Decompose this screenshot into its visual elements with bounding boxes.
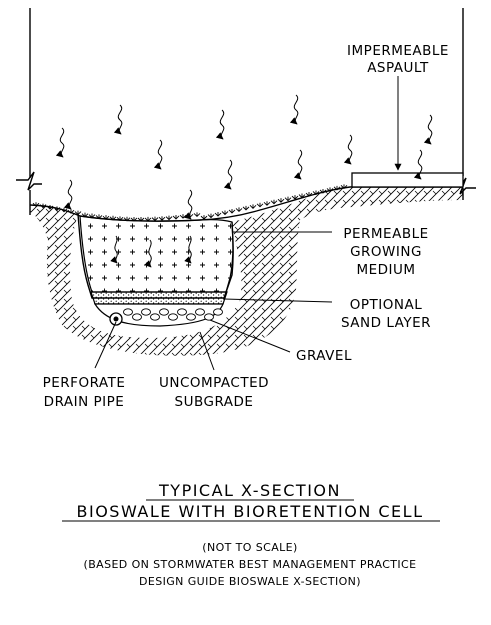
grass-vegetation: [32, 184, 348, 222]
left-break-line: [16, 8, 42, 215]
label-uncompacted-subgrade-2: SUBGRADE: [175, 394, 254, 410]
caption-note-not-to-scale: (NOT TO SCALE): [202, 541, 297, 554]
label-permeable-growing-medium-3: MEDIUM: [356, 262, 415, 278]
perforated-drain-pipe: [109, 312, 123, 326]
optional-sand-layer: [90, 291, 228, 305]
infiltration-flow-lines: [110, 235, 192, 268]
uncompacted-subgrade: [30, 186, 463, 356]
caption-title-line-2: BIOSWALE WITH BIORETENTION CELL: [77, 502, 424, 521]
right-break-line: [452, 8, 476, 200]
gravel-layer: [93, 303, 224, 327]
label-optional-sand-layer-2: SAND LAYER: [341, 315, 431, 331]
label-perforate-drain-pipe-2: DRAIN PIPE: [44, 394, 125, 410]
label-permeable-growing-medium-2: GROWING: [350, 244, 422, 260]
label-uncompacted-subgrade-1: UNCOMPACTED: [159, 375, 269, 391]
label-impermeable-asphalt-2: ASPAULT: [367, 60, 429, 76]
impermeable-asphalt-slab: [351, 172, 464, 188]
leader-lines: [94, 76, 402, 371]
label-perforate-drain-pipe-1: PERFORATE: [43, 375, 126, 391]
permeable-growing-medium: [79, 215, 234, 293]
label-gravel: GRAVEL: [296, 348, 352, 364]
label-optional-sand-layer-1: OPTIONAL: [350, 297, 422, 313]
caption-note-source-2: DESIGN GUIDE BIOSWALE X-SECTION): [139, 575, 361, 588]
caption-title-line-1: TYPICAL X-SECTION: [158, 481, 341, 500]
rain-runoff-arrows: [55, 94, 433, 220]
label-permeable-growing-medium-1: PERMEABLE: [343, 226, 428, 242]
caption-note-source-1: (BASED ON STORMWATER BEST MANAGEMENT PRA…: [84, 558, 417, 571]
ground-surface-line: [29, 186, 463, 222]
label-impermeable-asphalt-1: IMPERMEABLE: [347, 43, 449, 59]
